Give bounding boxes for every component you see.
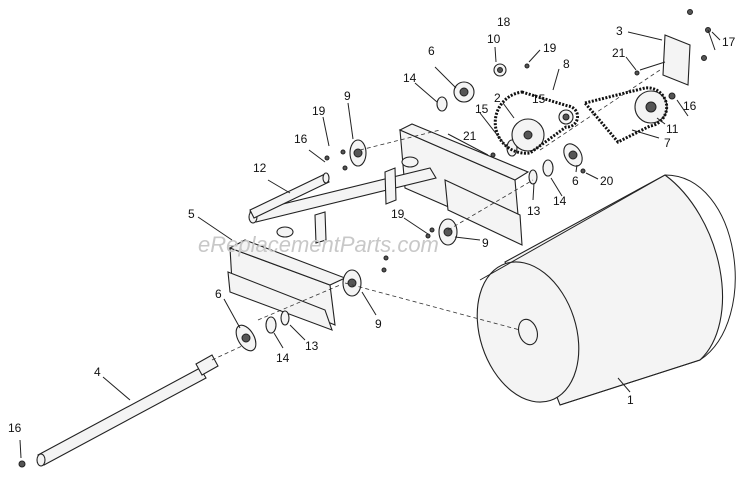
hardware-fasteners [18, 63, 676, 468]
callout-15a: 15 [532, 92, 546, 106]
callout-14b: 14 [403, 71, 417, 85]
callout-21b: 21 [463, 129, 477, 143]
callout-12: 12 [253, 161, 267, 175]
flange-bearings [235, 81, 583, 352]
callout-8: 8 [563, 57, 570, 71]
callout-10: 10 [487, 32, 501, 46]
callout-9b: 9 [375, 317, 382, 331]
callout-19c: 19 [391, 207, 405, 221]
callout-16b: 16 [294, 132, 308, 146]
axle-shaft [36, 339, 256, 467]
alignment-lines [257, 69, 661, 331]
leader-lines [19, 31, 721, 459]
callout-14a: 14 [276, 351, 290, 365]
callout-6b: 6 [428, 44, 435, 58]
callout-16c: 16 [683, 99, 697, 113]
callout-20: 20 [600, 174, 614, 188]
callout-3: 3 [616, 24, 623, 38]
drive-sprockets [493, 9, 716, 155]
callout-14c: 14 [553, 194, 567, 208]
callout-16a: 16 [8, 421, 22, 435]
callout-2: 2 [494, 91, 501, 105]
callout-labels: 1 2 3 4 5 6 6 6 7 8 9 9 9 10 11 12 13 13… [8, 15, 736, 435]
callout-6a: 6 [215, 287, 222, 301]
callout-15b: 15 [475, 102, 489, 116]
callout-4: 4 [94, 365, 101, 379]
callout-13a: 13 [527, 204, 541, 218]
roller-drum [476, 174, 736, 406]
callout-5: 5 [188, 207, 195, 221]
callout-1: 1 [627, 393, 634, 407]
callout-18: 18 [497, 15, 511, 29]
callout-19b: 19 [312, 104, 326, 118]
callout-21a: 21 [612, 46, 626, 60]
callout-19a: 19 [543, 41, 557, 55]
watermark: eReplacementParts.com [198, 232, 439, 257]
callout-7: 7 [664, 136, 671, 150]
callout-9c: 9 [482, 236, 489, 250]
rod [249, 172, 330, 219]
callout-9a: 9 [344, 89, 351, 103]
callout-11: 11 [666, 122, 679, 136]
frame-assembly [227, 123, 530, 331]
callout-6c: 6 [572, 174, 579, 188]
callout-13b: 13 [305, 339, 319, 353]
callout-17: 17 [722, 35, 736, 49]
